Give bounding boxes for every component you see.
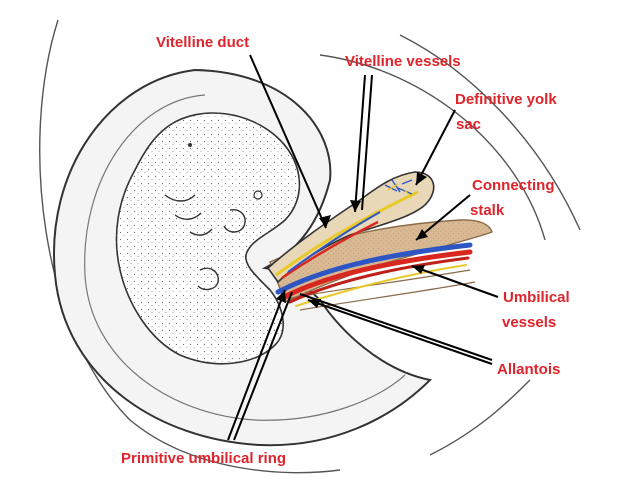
- label-umbilical-vessels-line2: vessels: [502, 314, 557, 331]
- label-connecting-stalk-line2: stalk: [470, 202, 505, 219]
- label-definitive-yolk-sac-line2: sac: [456, 116, 482, 133]
- leader-umbilical-ring: [227, 289, 293, 441]
- leader-allantois: [299, 293, 493, 365]
- label-primitive-umbilical-ring: Primitive umbilical ring: [121, 450, 287, 467]
- leader-vitelline-vessels: [350, 74, 373, 213]
- label-vitelline-vessels: Vitelline vessels: [345, 53, 461, 70]
- label-definitive-yolk-sac-line1: Definitive yolk: [455, 91, 557, 108]
- leader-connecting-stalk: [415, 194, 471, 241]
- leader-yolk-sac: [415, 109, 456, 186]
- label-umbilical-vessels-line1: Umbilical: [503, 289, 570, 306]
- leader-umbilical-vessels: [411, 265, 499, 298]
- label-vitelline-duct: Vitelline duct: [156, 34, 250, 51]
- leader-vitelline-duct: [249, 54, 331, 229]
- vitelline-duct-shape: [266, 171, 435, 284]
- label-connecting-stalk-line1: Connecting: [472, 177, 555, 194]
- leader-lines: [227, 54, 499, 441]
- label-allantois: Allantois: [497, 361, 561, 378]
- embryo-body: [115, 112, 301, 365]
- chorion-arcs: [39, 19, 581, 474]
